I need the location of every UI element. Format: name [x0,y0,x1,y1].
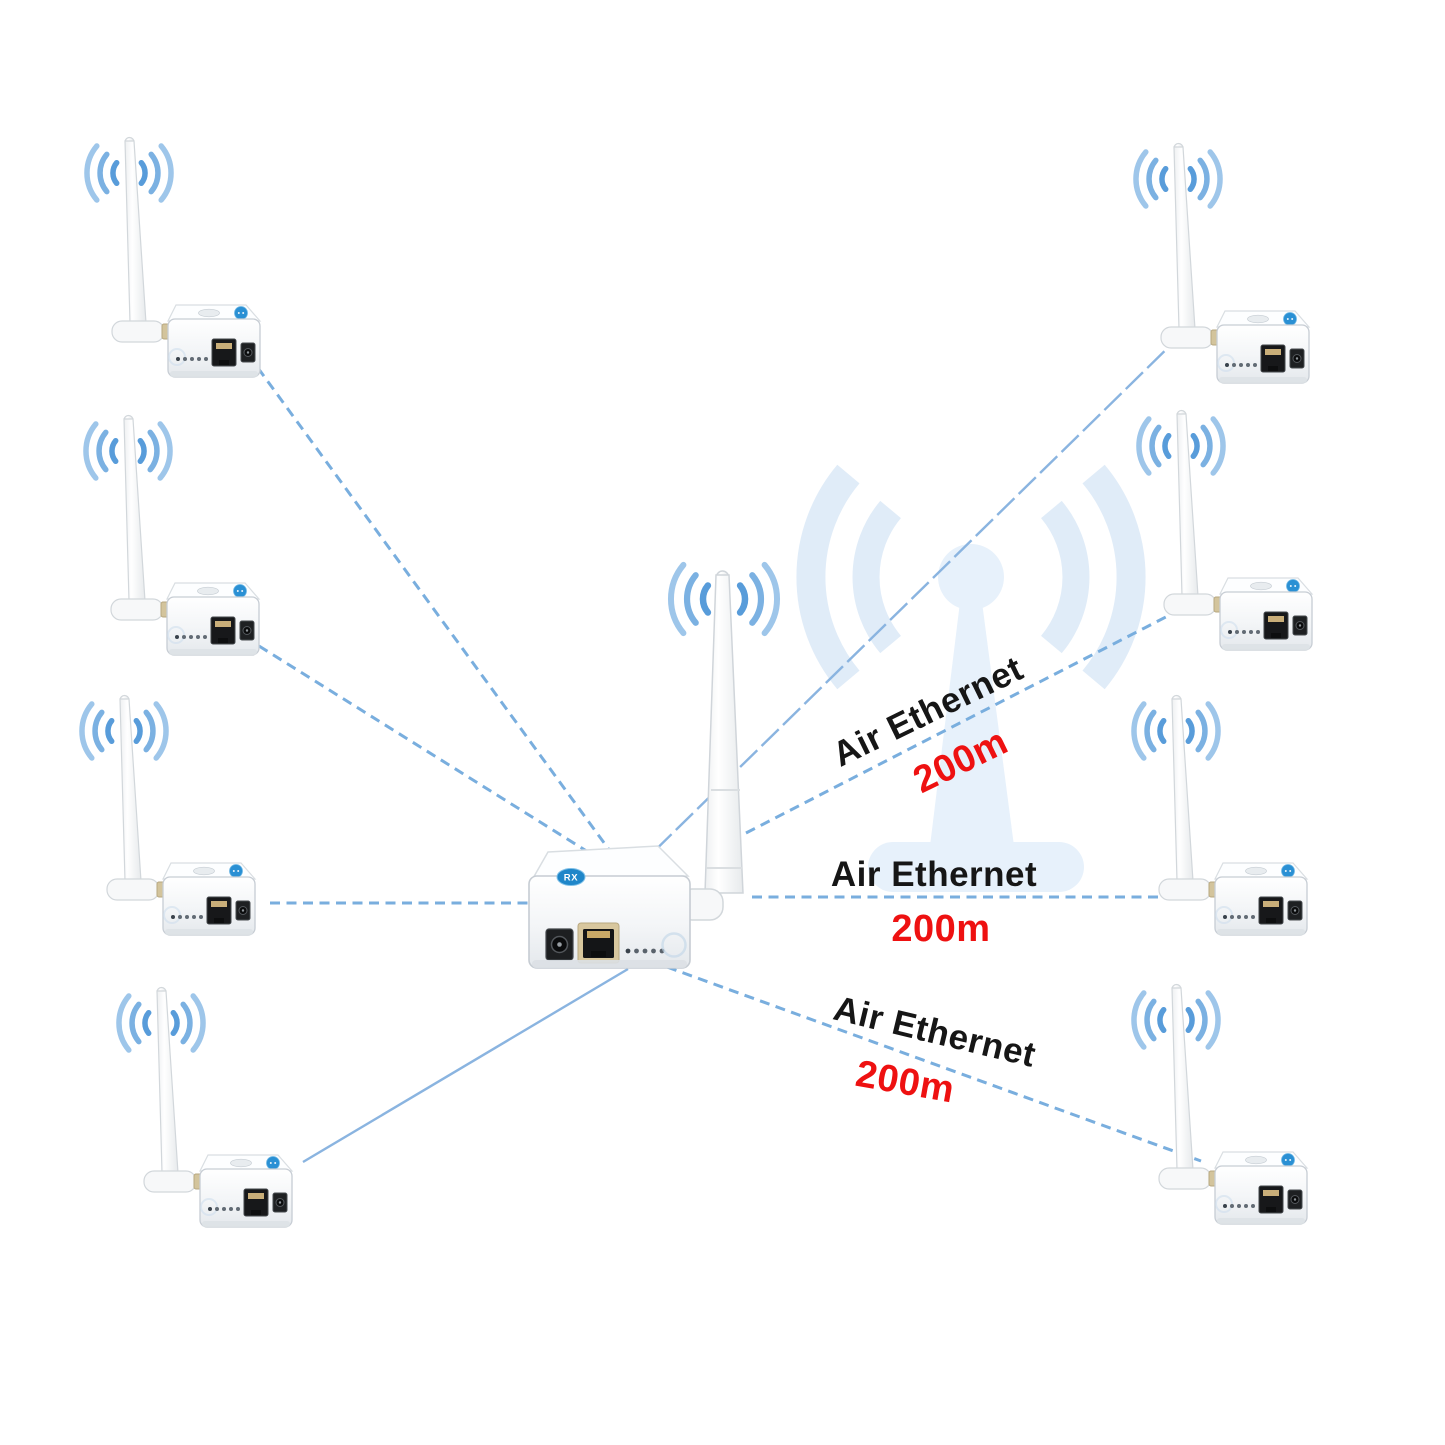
tower-mast [930,602,1014,846]
link-left-2 [258,644,613,869]
distance-label-2: 200m [891,908,990,950]
link-left-1 [256,367,620,863]
distance-label-3: 200m [853,1053,958,1112]
device-left-3 [82,696,255,936]
device-right-4 [1134,985,1307,1225]
device-left-4 [119,988,292,1228]
box-top-face [530,845,690,881]
badge-icon [556,868,586,886]
device-right-3 [1134,696,1307,936]
air-ethernet-label-2: Air Ethernet [831,855,1037,894]
tower-base [868,842,1084,892]
link-right-2 [745,600,1196,835]
dc-power-jack [545,928,574,961]
tower-head [938,544,1004,610]
lan-port [577,922,620,964]
device-box: RX [528,845,691,969]
wifi-signal-icon [668,561,780,637]
device-right-1 [1136,144,1309,384]
device-left-2 [86,416,259,656]
device-left-1 [87,138,260,378]
links [256,332,1202,1164]
link-right-4 [666,965,1202,1163]
face-watermark [661,932,687,958]
device-right-2 [1139,411,1312,651]
link-labels: Air Ethernet 200m Air Ethernet 200m Air … [827,649,1040,1112]
badge-label: RX [564,873,578,884]
link-left-4 [302,967,629,1164]
base-station: RX [528,561,780,969]
status-leds [625,948,665,954]
